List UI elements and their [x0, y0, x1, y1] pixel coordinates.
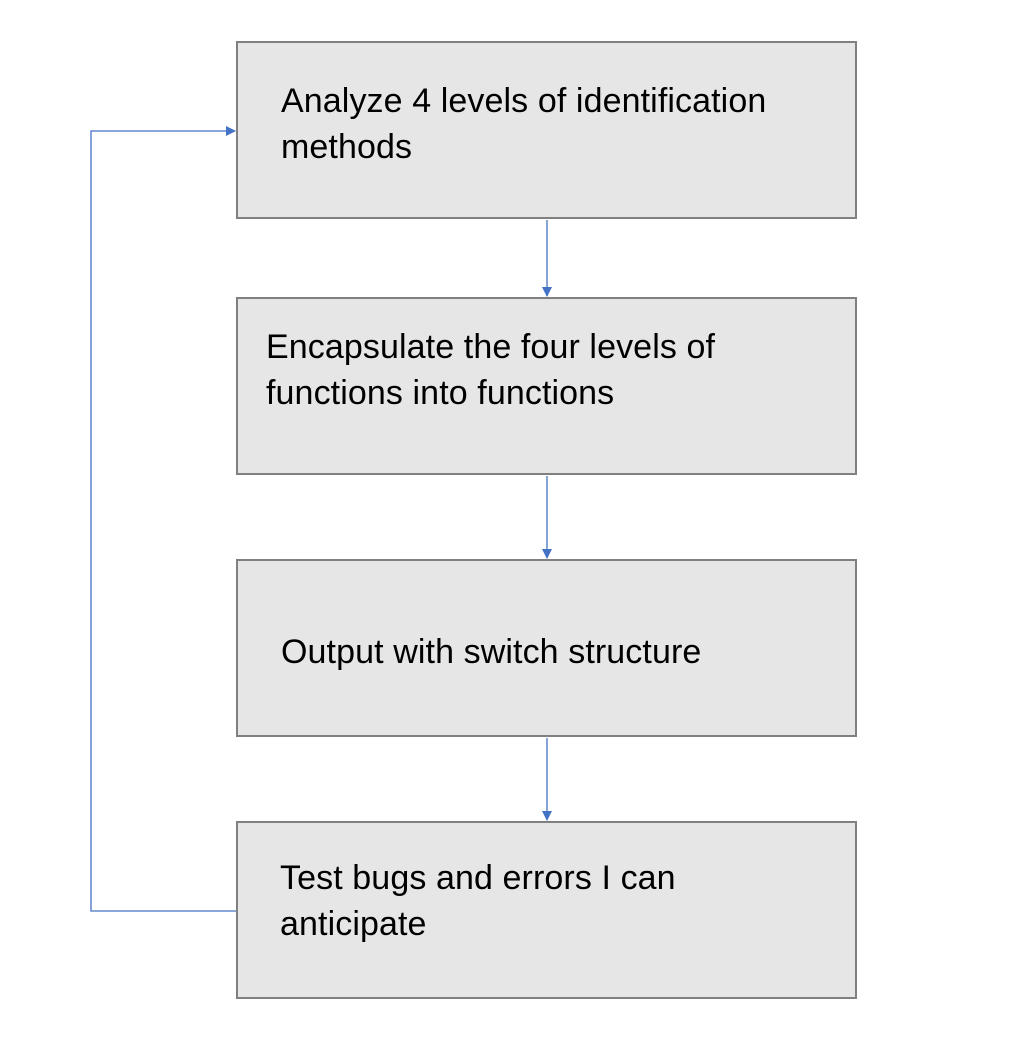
flow-step-1: Analyze 4 levels of identification metho…: [236, 41, 857, 219]
connector-loop-step-4-to-step-1: [90, 126, 238, 912]
flow-step-1-label: Analyze 4 levels of identification metho…: [281, 82, 767, 166]
flow-step-3: Output with switch structure: [236, 559, 857, 737]
flow-step-3-label: Output with switch structure: [281, 633, 702, 671]
flow-step-2: Encapsulate the four levels of functions…: [236, 297, 857, 475]
flow-step-4: Test bugs and errors I can anticipate: [236, 821, 857, 999]
flow-step-2-label: Encapsulate the four levels of functions…: [266, 328, 716, 412]
flow-step-4-label: Test bugs and errors I can anticipate: [280, 859, 676, 943]
